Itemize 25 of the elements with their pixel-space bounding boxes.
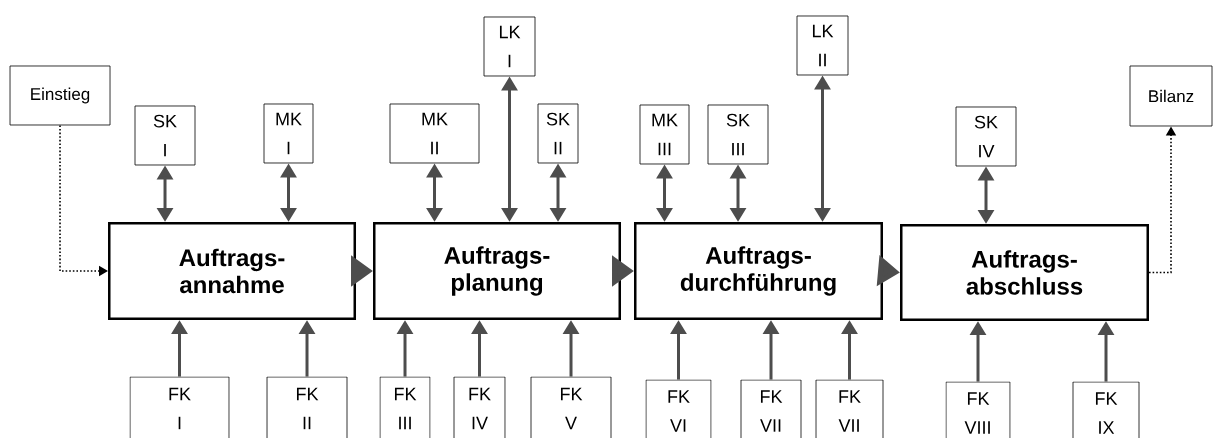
- label-box: FK VII: [815, 379, 884, 438]
- label-box: FK VII: [740, 379, 802, 438]
- label-box: FK IV: [453, 376, 506, 438]
- label-box: MK II: [389, 103, 480, 164]
- label-box: Bilanz: [1129, 65, 1213, 127]
- label-box: SK II: [537, 103, 579, 164]
- process-box: Auftrags- planung: [373, 222, 621, 320]
- label-box: LK I: [483, 16, 536, 77]
- label-box: MK III: [639, 104, 690, 165]
- label-box: FK II: [266, 376, 348, 438]
- label-box: SK III: [707, 104, 769, 165]
- label-box: FK VIII: [945, 381, 1011, 438]
- label-box: Einstieg: [9, 65, 111, 126]
- process-box: Auftrags- durchführung: [634, 222, 883, 320]
- label-box: LK II: [796, 15, 849, 76]
- label-box: FK IX: [1072, 381, 1140, 438]
- process-box: Auftrags- abschluss: [900, 224, 1149, 321]
- label-box: FK I: [129, 376, 230, 438]
- label-box: FK V: [530, 376, 612, 438]
- label-box: MK I: [263, 103, 314, 164]
- label-box: FK VI: [645, 379, 712, 438]
- process-box: Auftrags- annahme: [108, 222, 356, 320]
- label-box: SK I: [134, 105, 196, 166]
- label-box: FK III: [379, 376, 431, 438]
- label-box: SK IV: [955, 106, 1017, 167]
